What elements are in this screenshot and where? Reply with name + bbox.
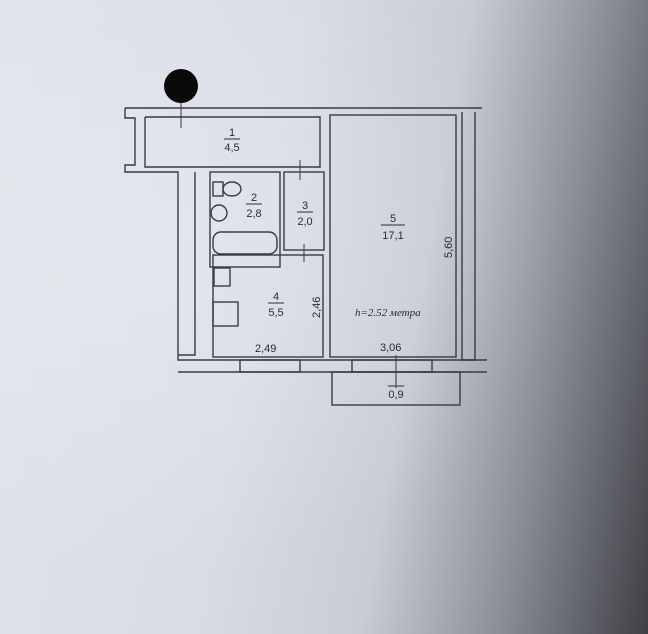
room-4: 4 5,5 <box>268 291 284 319</box>
bathtub-icon <box>212 231 278 255</box>
svg-text:5,5: 5,5 <box>268 307 283 319</box>
balcony: I 0,9 <box>388 374 404 401</box>
room-5: 5 17,1 <box>381 213 405 242</box>
svg-text:2,0: 2,0 <box>297 216 312 228</box>
svg-text:5: 5 <box>390 213 396 225</box>
svg-text:2,8: 2,8 <box>246 208 261 220</box>
toilet-icon <box>212 181 224 197</box>
room4-width-dim: 2,49 <box>255 343 276 355</box>
svg-text:4,5: 4,5 <box>224 142 239 154</box>
svg-text:0,9: 0,9 <box>388 389 403 401</box>
marker-dot <box>164 69 198 103</box>
room4-height-dim: 2,46 <box>311 297 323 318</box>
kitchen-sink-icon <box>213 267 231 287</box>
svg-text:4: 4 <box>273 291 279 303</box>
ceiling-height: h=2.52 метра <box>355 307 421 319</box>
svg-text:I: I <box>394 374 397 386</box>
svg-text:17,1: 17,1 <box>382 230 403 242</box>
stove-icon <box>212 301 239 327</box>
fixtures <box>210 181 278 327</box>
svg-text:1: 1 <box>229 127 235 139</box>
room-2: 2 2,8 <box>246 192 262 220</box>
room-1: 1 4,5 <box>224 127 240 154</box>
room5-width-dim: 3,06 <box>380 342 401 354</box>
room5-height-dim: 5,60 <box>443 237 455 258</box>
svg-text:3: 3 <box>302 200 308 212</box>
svg-text:2: 2 <box>251 192 257 204</box>
sink-icon <box>210 204 228 222</box>
room-3: 3 2,0 <box>297 200 313 228</box>
walls <box>124 103 487 406</box>
